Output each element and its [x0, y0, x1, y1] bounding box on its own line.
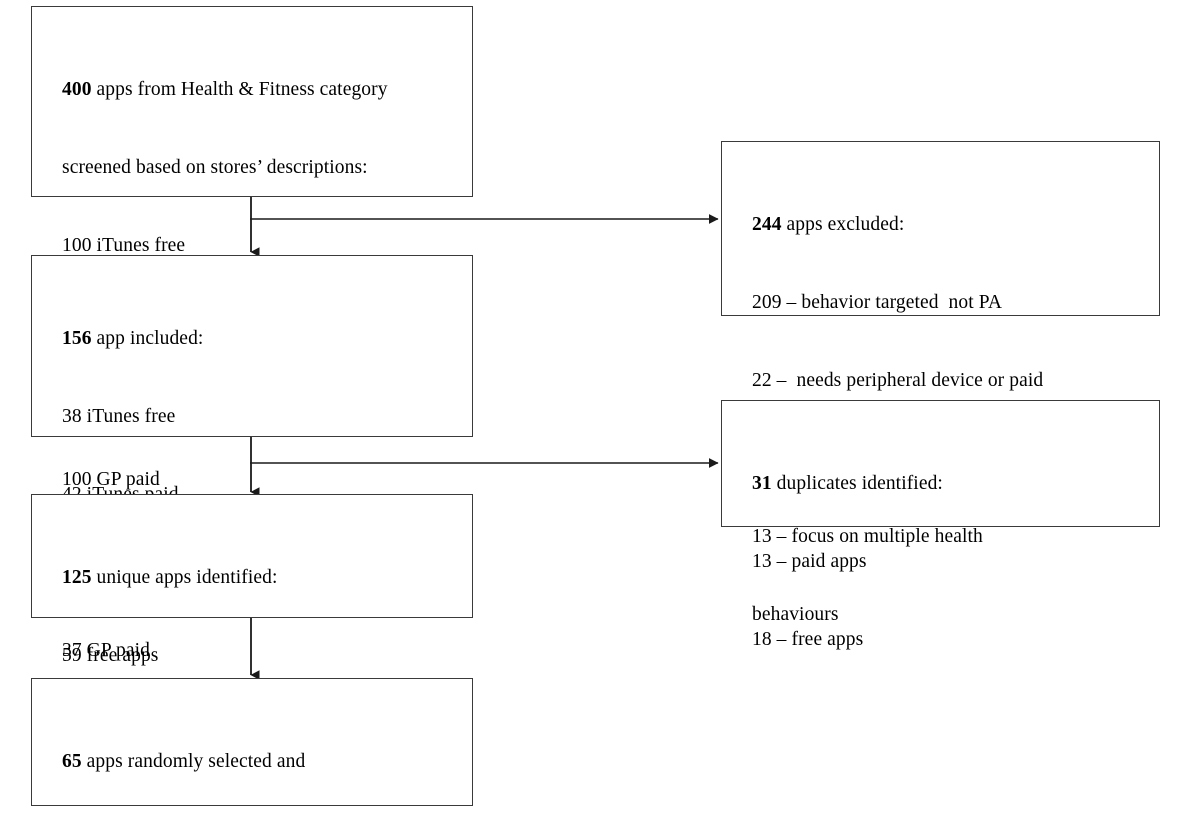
duplicates-lead: 31 [752, 473, 772, 494]
unique-apps-lead-rest: unique apps identified: [91, 567, 278, 588]
assessed-apps-lead-rest: apps randomly selected and [81, 751, 306, 772]
unique-apps-box: 125 unique apps identified: 59 free apps… [31, 494, 473, 744]
duplicates-text: 31 duplicates identified: 13 – paid apps… [752, 419, 1149, 705]
assessed-apps-lead: 65 [62, 751, 82, 772]
included-apps-lead: 156 [62, 328, 92, 349]
unique-apps-lead: 125 [62, 567, 92, 588]
included-apps-line-1: 38 iTunes free [62, 406, 176, 427]
excluded-apps-lead: 244 [752, 214, 782, 235]
screened-apps-box: 400 apps from Health & Fitness category … [31, 6, 473, 490]
excluded-apps-line-5: behaviours [752, 604, 839, 625]
unique-apps-line-1: 59 free apps [62, 645, 159, 666]
included-apps-line-4: 37 GP paid [62, 640, 151, 661]
excluded-apps-line-2: 22 – needs peripheral device or paid [752, 370, 1044, 391]
assessed-apps-text: 65 apps randomly selected and assessed: … [62, 697, 462, 818]
screened-apps-line-2: 100 iTunes free [62, 235, 186, 256]
duplicates-line-2: 18 – free apps [752, 629, 864, 650]
excluded-apps-box: 244 apps excluded: 209 – behavior target… [721, 141, 1160, 625]
included-apps-lead-rest: app included: [91, 328, 204, 349]
included-apps-box: 156 app included: 38 iTunes free 42 iTun… [31, 255, 473, 661]
screened-apps-lead-rest: apps from Health & Fitness category [91, 79, 388, 100]
assessed-apps-box: 65 apps randomly selected and assessed: … [31, 678, 473, 806]
excluded-apps-line-1: 209 – behavior targeted not PA [752, 292, 1003, 313]
duplicates-lead-rest: duplicates identified: [771, 473, 943, 494]
excluded-apps-lead-rest: apps excluded: [781, 214, 905, 235]
screened-apps-line-5: 100 GP paid [62, 469, 160, 490]
screened-apps-line-1: screened based on stores’ descriptions: [62, 157, 368, 178]
excluded-apps-line-4: 13 – focus on multiple health [752, 526, 983, 547]
duplicates-line-1: 13 – paid apps [752, 551, 867, 572]
screened-apps-lead: 400 [62, 79, 92, 100]
duplicates-box: 31 duplicates identified: 13 – paid apps… [721, 400, 1160, 650]
